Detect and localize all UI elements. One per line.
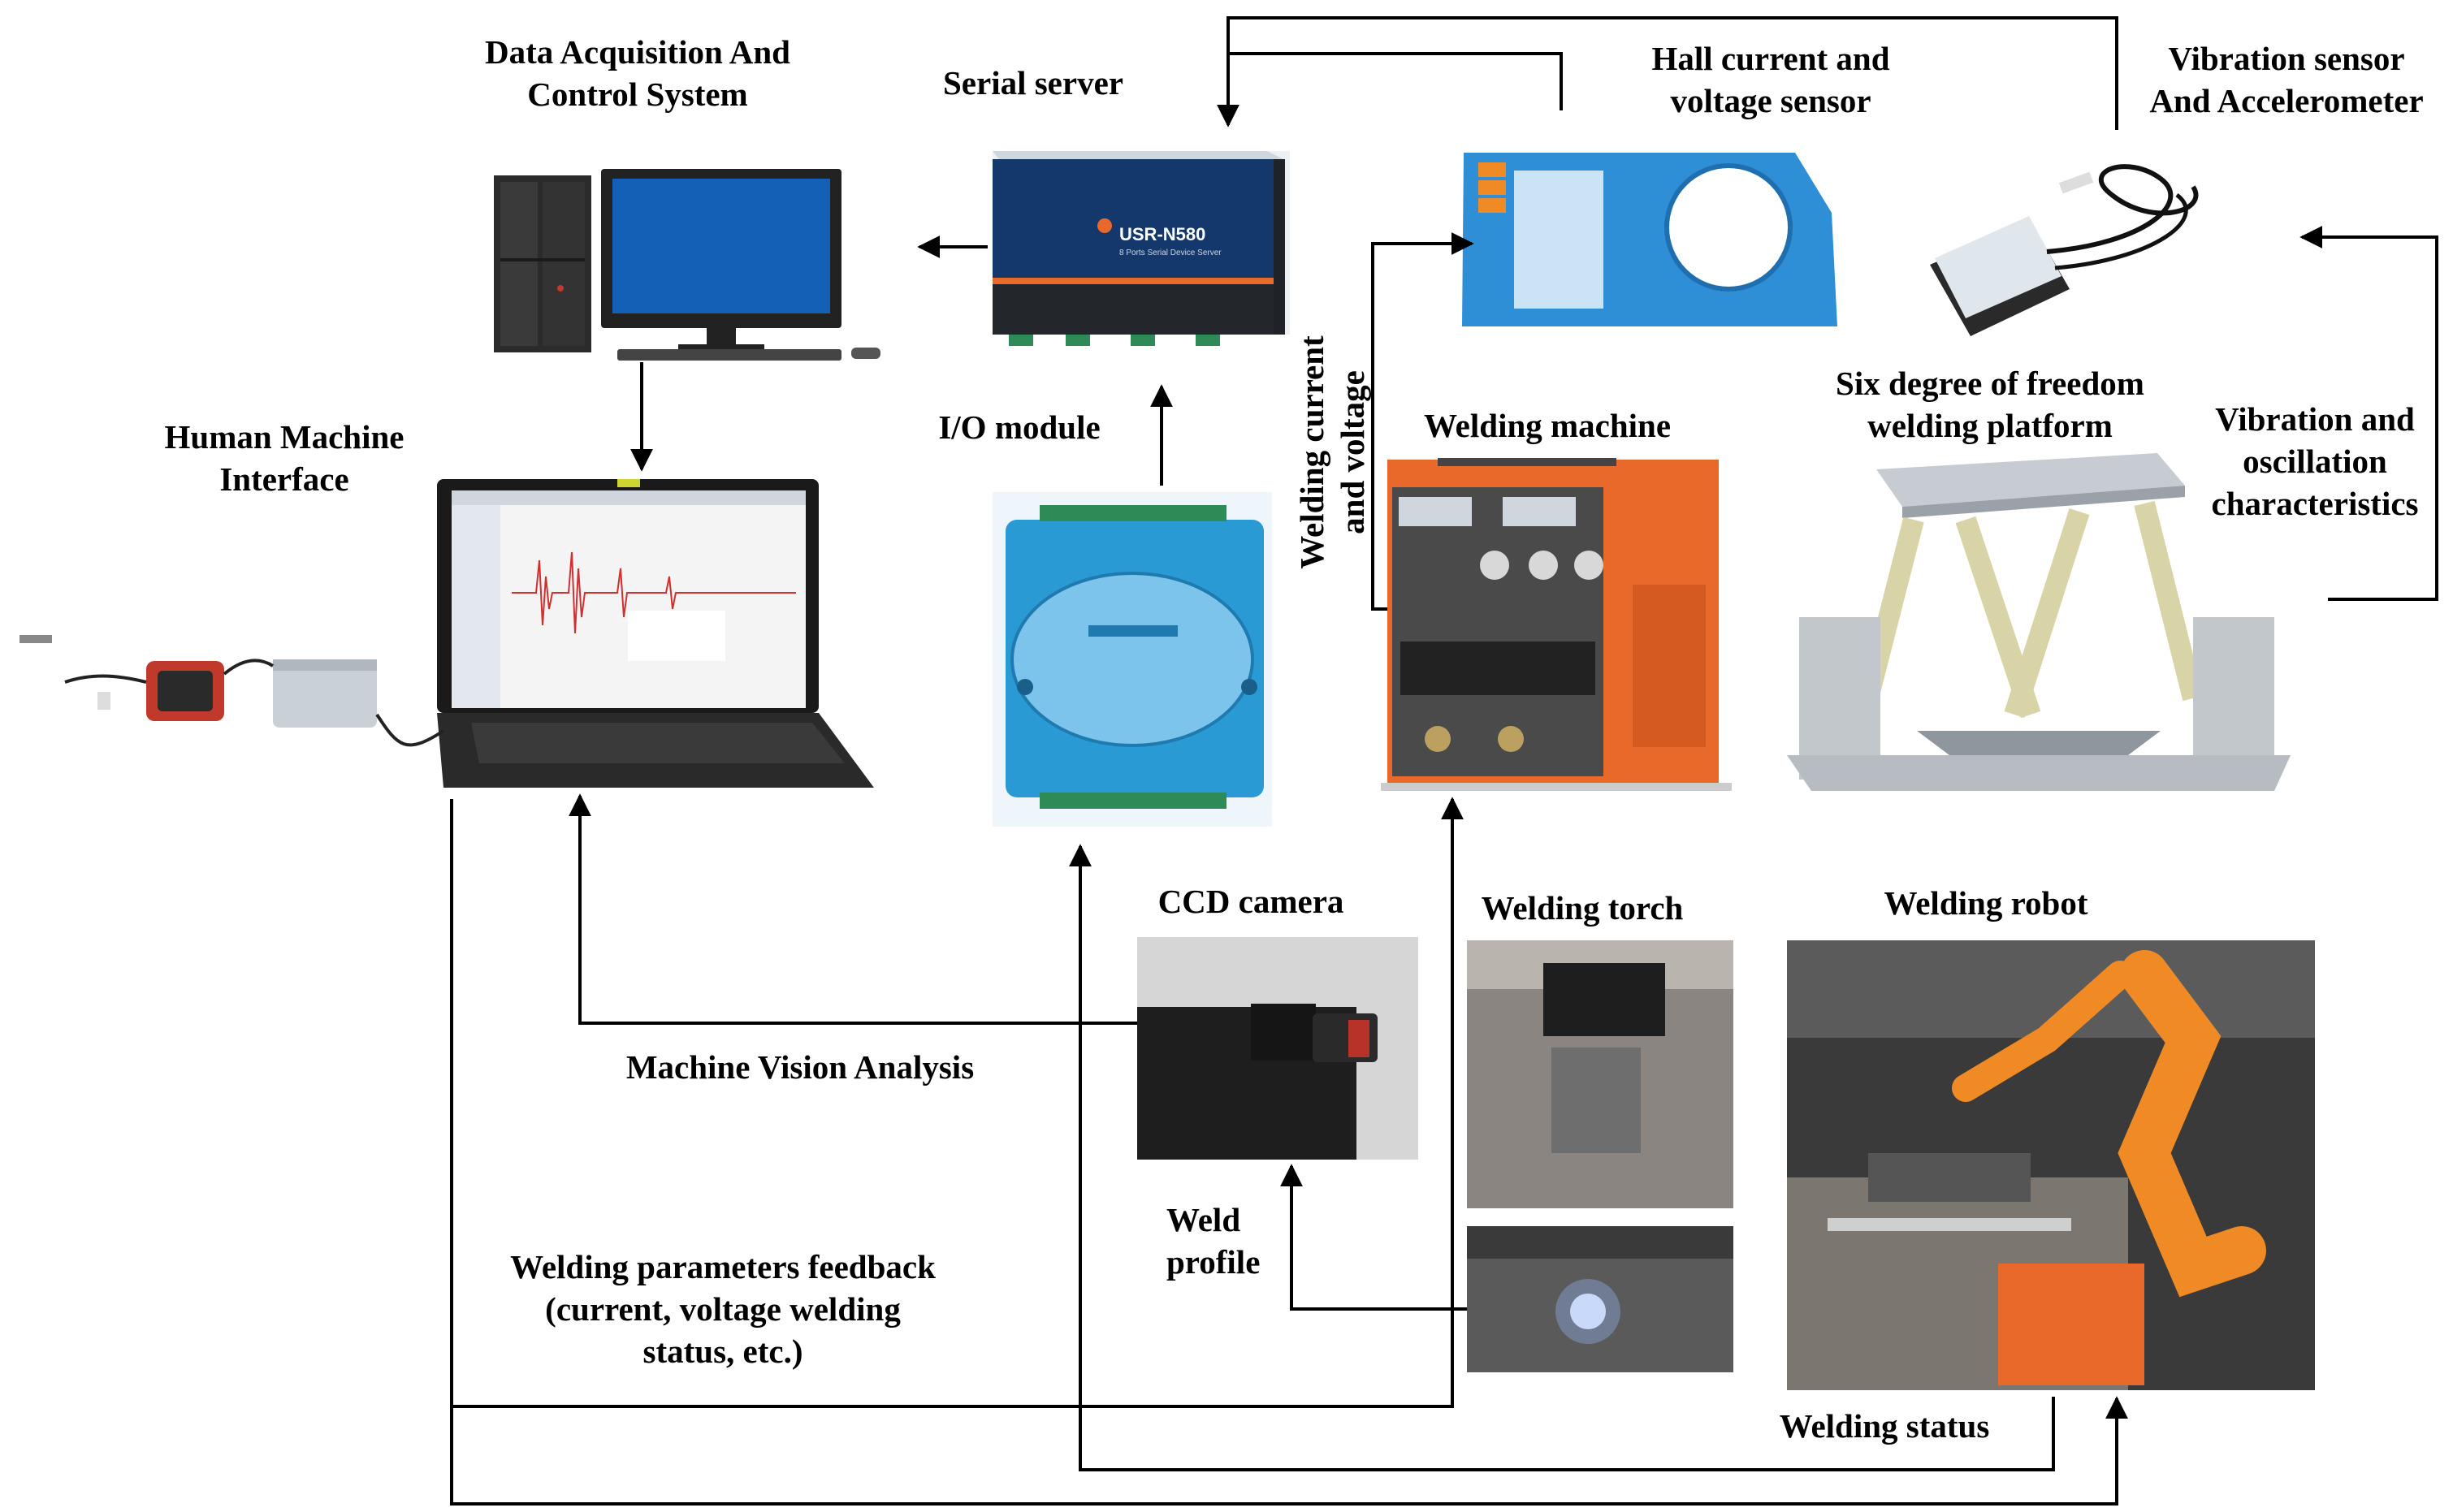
accelerometer-device-icon <box>1930 164 2199 336</box>
label-welding-status: Welding status <box>1779 1407 1990 1445</box>
desktop-computer-icon <box>494 169 880 361</box>
welding-robot-photo <box>1787 940 2315 1390</box>
label-serial-server: Serial server <box>943 64 1123 102</box>
label-welding-machine: Welding machine <box>1423 407 1672 444</box>
arrow-welder-to-hall <box>1371 232 1474 611</box>
daq-device-icon <box>19 635 445 747</box>
welding-machine-icon <box>1381 458 1732 791</box>
label-machine-vision: Machine Vision Analysis <box>625 1048 975 1086</box>
serial-server-device-icon: USR-N580 8 Ports Serial Device Server <box>993 151 1290 346</box>
arrow-ccd-to-laptop <box>569 793 1137 1025</box>
ccd-camera-photo <box>1137 937 1418 1160</box>
arrow-robot-to-io <box>1069 844 2055 1471</box>
label-io-module: I/O module <box>938 408 1101 446</box>
arrow-laptop-to-robot <box>450 1396 2128 1506</box>
label-welding-params: Welding parameters feedback(current, vol… <box>510 1248 936 1370</box>
serial-sub-text: 8 Ports Serial Device Server <box>1119 248 1222 257</box>
label-welding-torch: Welding torch <box>1481 889 1684 927</box>
welding-torch-photo <box>1467 940 1733 1372</box>
hall-sensor-device-icon <box>1462 153 1837 326</box>
arrow-torch-to-ccd <box>1280 1164 1467 1311</box>
arrow-hall-to-serial <box>1217 52 1563 127</box>
label-welding-robot: Welding robot <box>1884 884 2088 922</box>
serial-brand-text: USR-N580 <box>1119 224 1205 244</box>
label-ccd-camera: CCD camera <box>1157 883 1344 920</box>
laptop-icon <box>437 479 874 788</box>
io-module-device-icon <box>993 492 1272 827</box>
line-vibration-to-serial <box>1226 16 2118 130</box>
arrow-laptop-to-welder <box>450 797 1464 1408</box>
stewart-platform-icon <box>1787 453 2291 791</box>
connectors <box>450 16 2438 1506</box>
arrow-vibration-to-accel <box>2299 226 2438 601</box>
